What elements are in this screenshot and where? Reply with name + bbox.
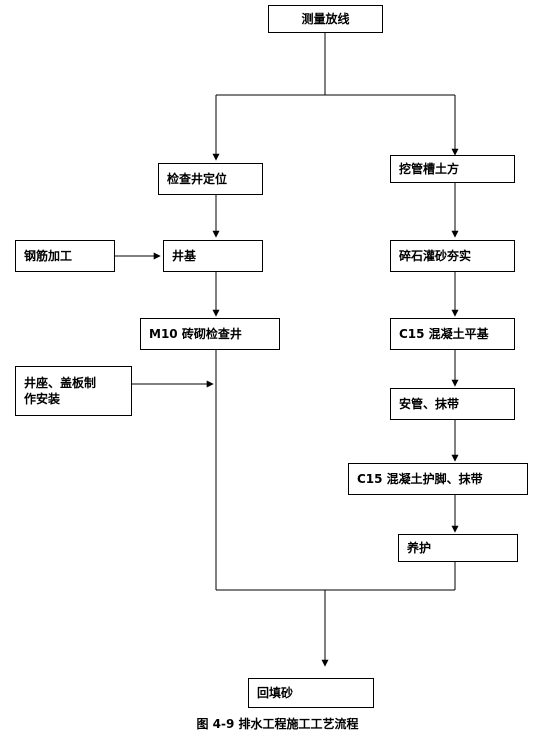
node-seat-cover: 井座、盖板制 作安装 [15,366,132,416]
node-rebar: 钢筋加工 [15,240,115,272]
node-survey: 测量放线 [268,5,383,33]
node-seat-cover-line1: 井座、盖板制 [24,375,97,390]
node-c15-foot: C15 混凝土护脚、抹带 [348,463,528,495]
node-backfill: 回填砂 [248,678,374,708]
node-trench: 挖管槽土方 [390,155,515,183]
node-locate-well: 检查井定位 [158,163,263,195]
node-gravel: 碎石灌砂夯实 [390,240,515,272]
node-brick-well: M10 砖砌检查井 [140,318,280,350]
figure-caption: 图 4-9 排水工程施工工艺流程 [196,717,359,731]
node-curing: 养护 [398,534,518,562]
node-well-base: 井基 [163,240,263,272]
node-seat-cover-line2: 作安装 [24,392,61,406]
node-install-pipe: 安管、抹带 [390,388,515,420]
node-c15-flat: C15 混凝土平基 [390,318,515,350]
